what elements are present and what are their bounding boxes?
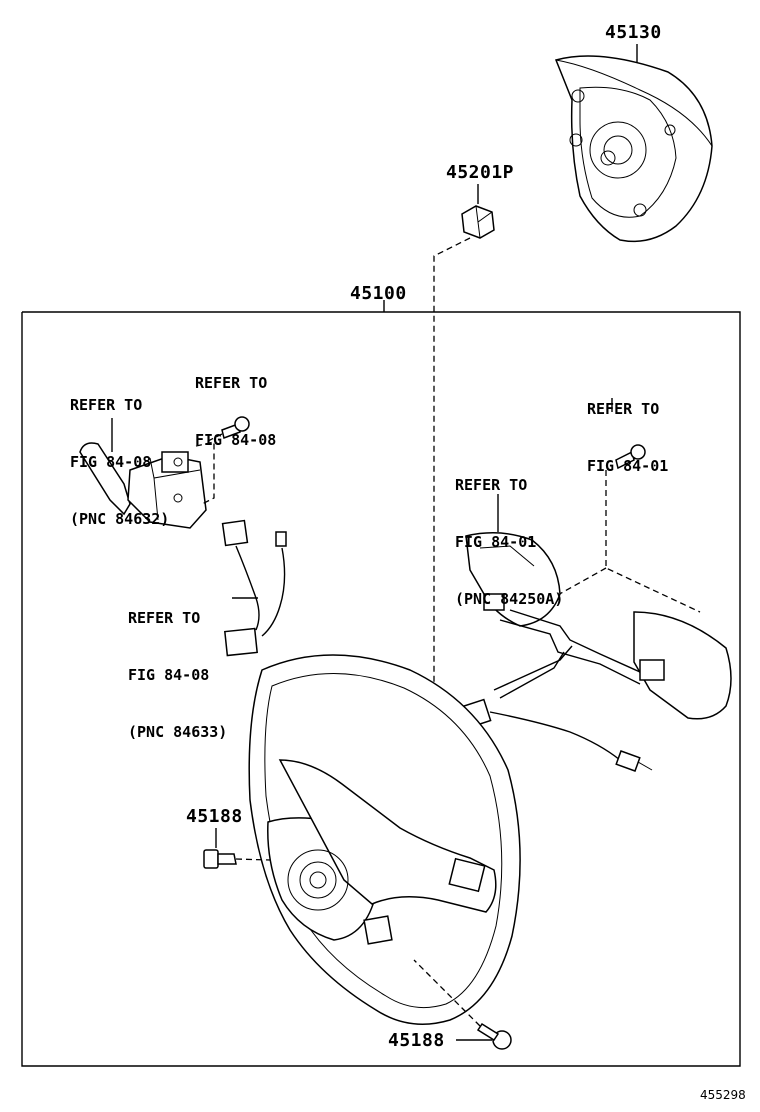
figure-id: 455298 xyxy=(700,1088,746,1102)
ref-note-wire-harness: REFER TO FIG 84-08 (PNC 84633) xyxy=(128,571,227,761)
ref-line: (PNC 84633) xyxy=(128,723,228,741)
ref-note-steering-pad-switch: REFER TO FIG 84-01 (PNC 84250A) xyxy=(455,438,563,628)
wire-harness xyxy=(221,519,287,657)
ref-note-right-screw: REFER TO FIG 84-01 xyxy=(587,362,668,495)
part-number-damper: 45201P xyxy=(446,162,515,183)
ref-line: (PNC 84632) xyxy=(70,510,170,528)
part-number-assembly: 45100 xyxy=(350,283,407,304)
assembly-frame xyxy=(21,311,741,1067)
ref-line: FIG 84-08 xyxy=(195,431,277,449)
steering-wheel xyxy=(248,654,521,1025)
bolt-left xyxy=(203,828,271,869)
bolt-bottom xyxy=(413,959,512,1050)
ref-line: FIG 84-01 xyxy=(587,457,669,475)
ref-line: REFER TO xyxy=(195,374,268,392)
part-number-screw-bottom: 45188 xyxy=(388,1030,445,1051)
ref-line: REFER TO xyxy=(455,476,528,494)
airbag-module xyxy=(554,44,713,243)
ref-note-switch-screw: REFER TO FIG 84-08 xyxy=(195,336,276,469)
ref-line: REFER TO xyxy=(70,396,143,414)
ref-line: FIG 84-08 xyxy=(70,453,152,471)
switch-screw xyxy=(205,416,250,443)
part-number-airbag: 45130 xyxy=(605,22,662,43)
ref-line: REFER TO xyxy=(128,609,201,627)
ref-line: (PNC 84250A) xyxy=(455,590,564,608)
damper-part xyxy=(461,184,495,239)
part-number-screw-left: 45188 xyxy=(186,806,243,827)
ref-line: FIG 84-08 xyxy=(128,666,210,684)
ref-line: FIG 84-01 xyxy=(455,533,537,551)
right-screw xyxy=(555,398,701,613)
ref-note-combination-switch: REFER TO FIG 84-08 (PNC 84632) xyxy=(70,358,169,548)
combination-switch xyxy=(79,418,215,529)
ref-line: REFER TO xyxy=(587,400,660,418)
